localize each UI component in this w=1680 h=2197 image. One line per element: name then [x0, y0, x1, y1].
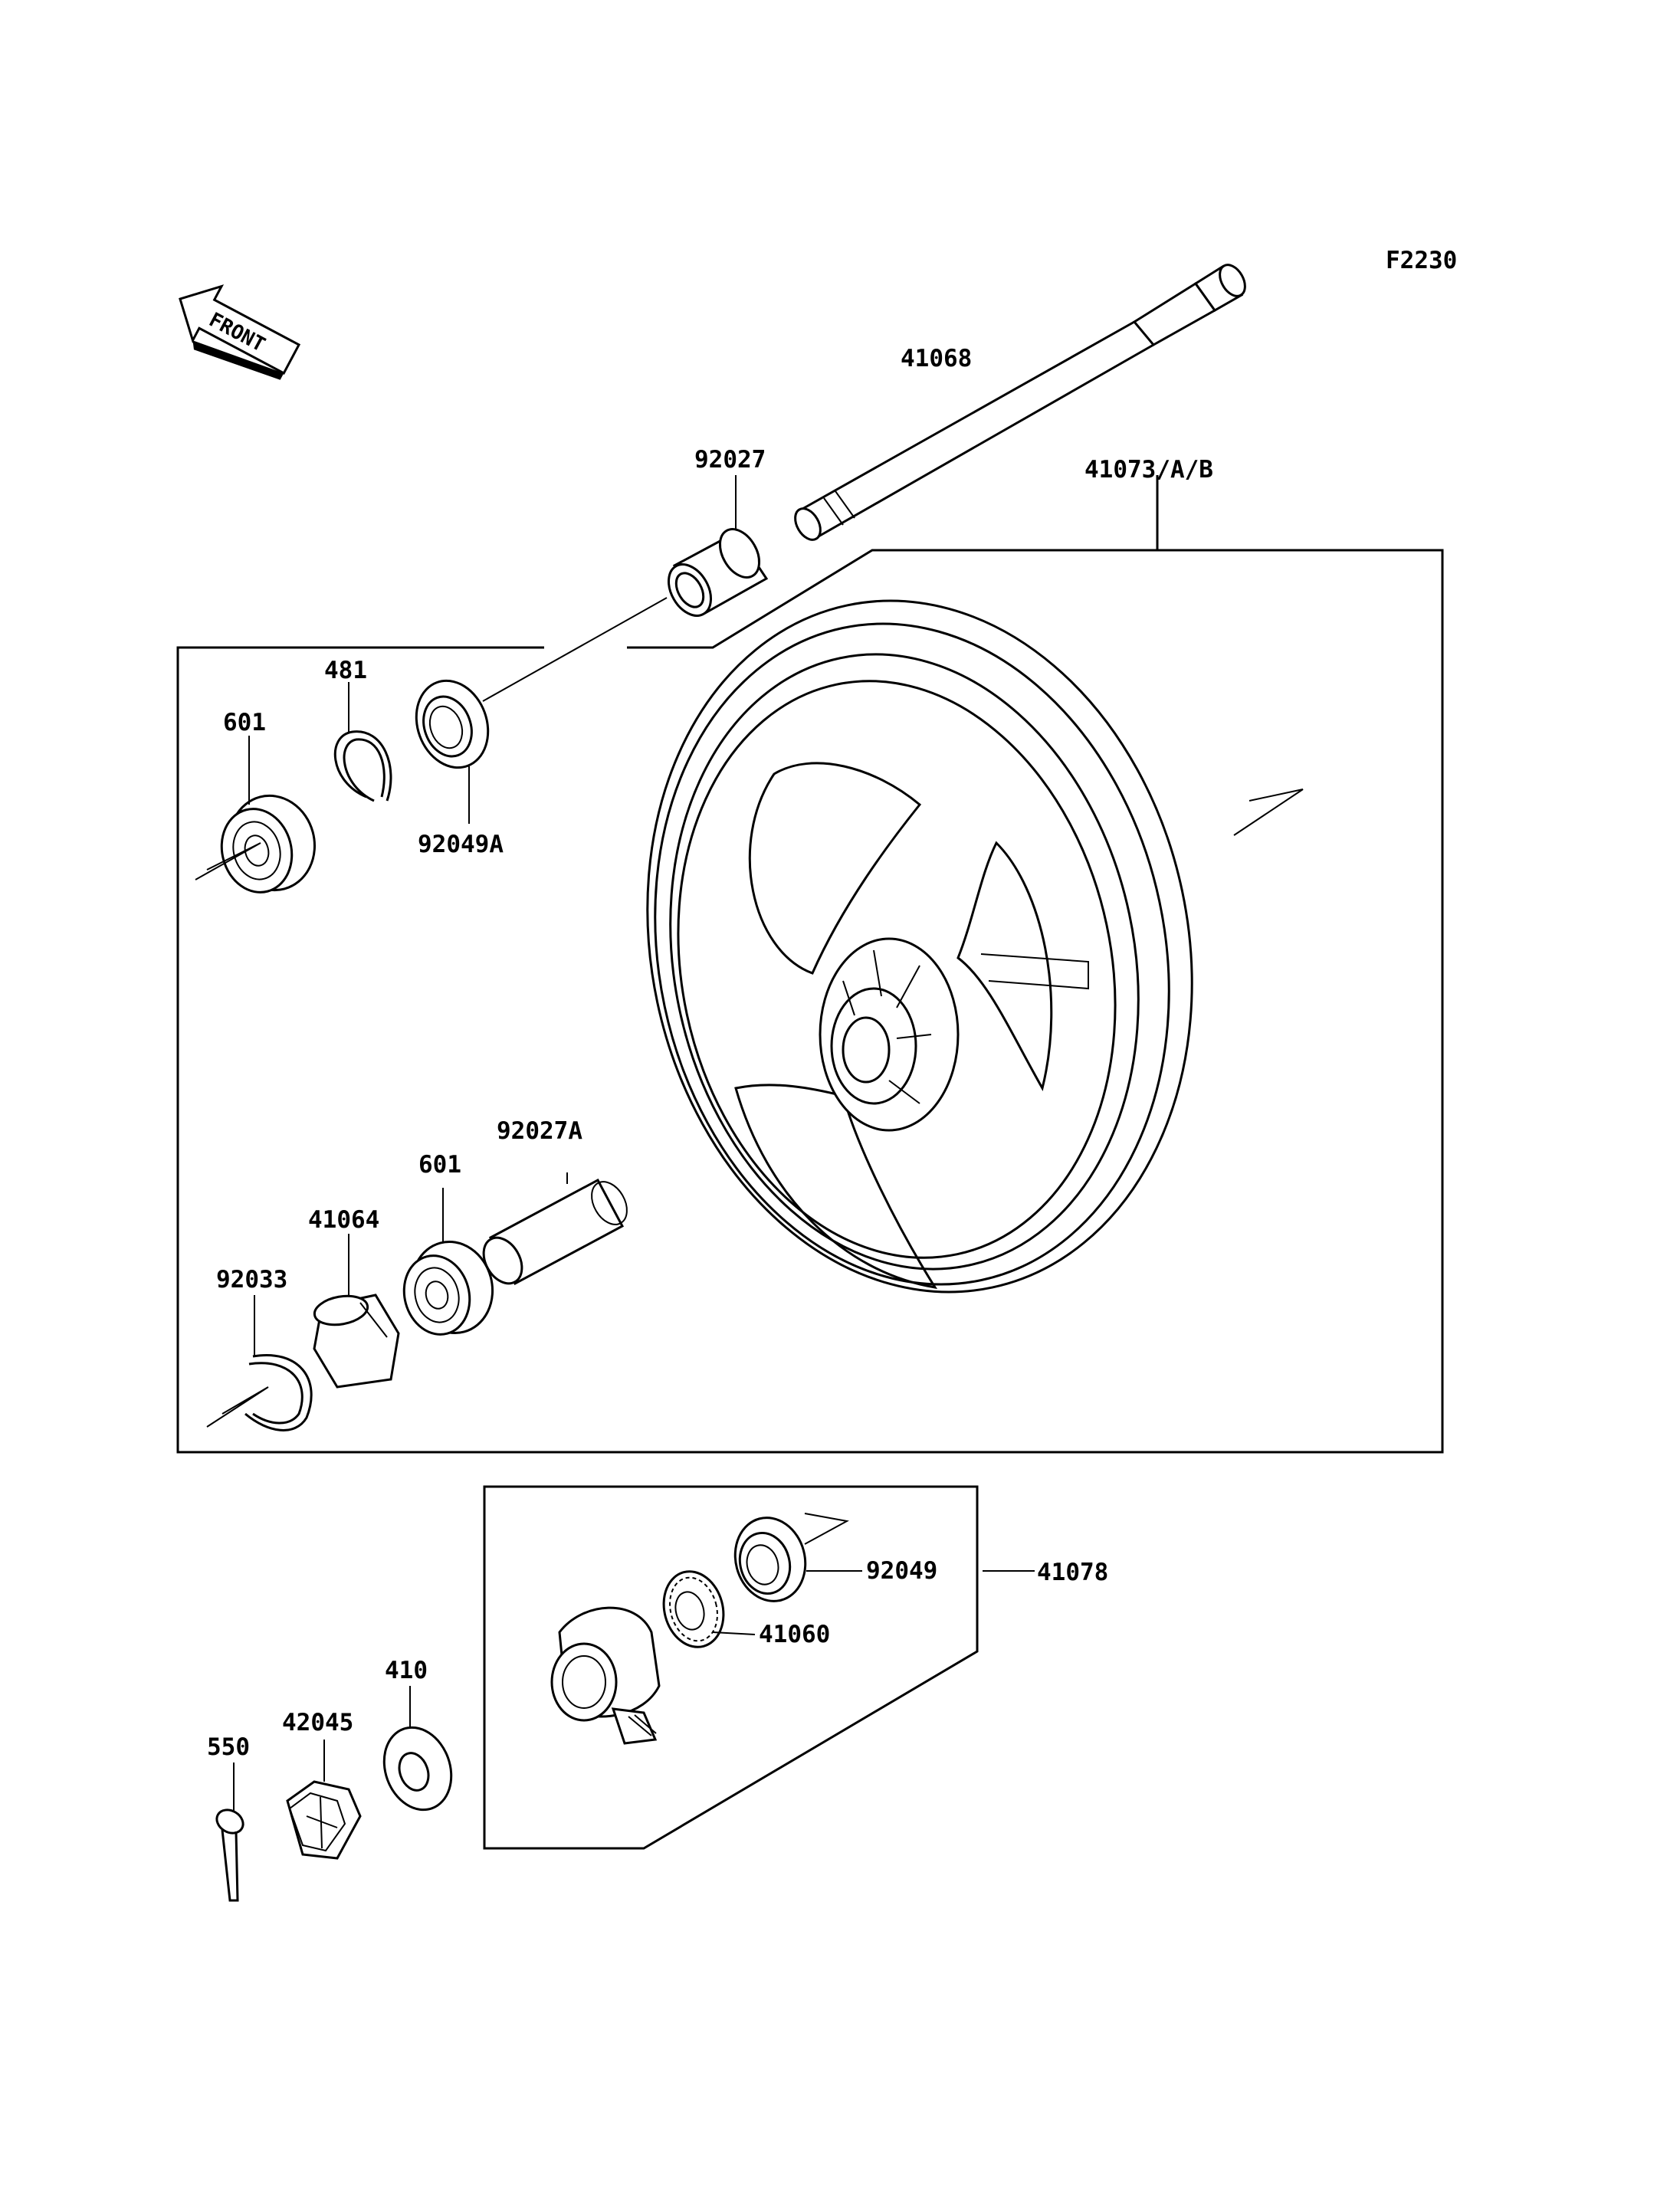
label-41078: 41078 [1037, 1559, 1108, 1586]
nut [286, 1780, 362, 1860]
label-92033: 92033 [216, 1266, 287, 1294]
speedometer-gear [662, 1570, 725, 1648]
gear-housing [550, 1606, 661, 1745]
circlip [244, 1354, 313, 1431]
axle [794, 264, 1246, 541]
label-41068: 41068 [901, 345, 972, 372]
washer [382, 1726, 453, 1812]
label-481: 481 [324, 657, 367, 684]
oil-seal-right [733, 1517, 807, 1602]
label-410: 410 [385, 1657, 428, 1684]
bearing-left [220, 794, 316, 894]
label-92027: 92027 [694, 446, 766, 474]
label-550: 550 [207, 1733, 250, 1761]
label-42045: 42045 [282, 1709, 353, 1736]
label-92049: 92049 [866, 1557, 937, 1585]
label-601-right: 601 [418, 1151, 461, 1179]
gear-housing-frame [483, 1485, 979, 1850]
oil-seal-left [415, 679, 490, 769]
label-92027A: 92027A [497, 1117, 582, 1145]
coupling [313, 1294, 400, 1389]
wheel [646, 599, 1304, 1294]
bearing-right [402, 1241, 494, 1336]
label-41064: 41064 [308, 1206, 379, 1234]
label-601-left: 601 [223, 709, 266, 736]
wheel-assembly-frame [176, 549, 1444, 1454]
collar-left [668, 528, 769, 617]
cotter-pin [215, 1808, 244, 1902]
snap-ring [333, 730, 392, 802]
diagram-code: F2230 [1386, 247, 1457, 274]
label-92049A: 92049A [418, 831, 504, 858]
collar-inner [482, 1178, 628, 1286]
label-41060: 41060 [759, 1621, 830, 1648]
label-41073: 41073/A/B [1084, 456, 1213, 484]
front-arrow-icon: FRONT [179, 284, 301, 380]
